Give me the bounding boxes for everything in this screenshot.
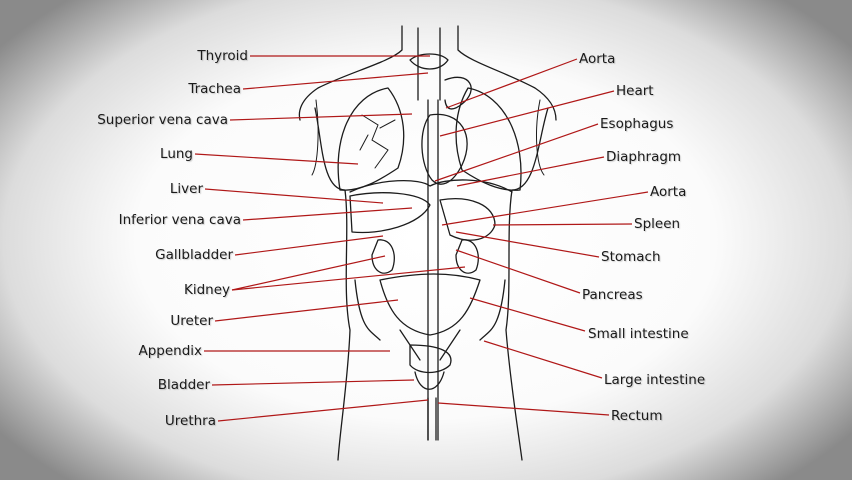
- leader-ureter: [214, 299, 399, 322]
- leader-bladder: [211, 379, 415, 386]
- label-lung: Lung: [160, 146, 193, 162]
- label-heart: Heart: [616, 83, 654, 99]
- label-esophagus: Esophagus: [600, 116, 674, 132]
- abdominal-organs: [349, 192, 506, 441]
- leader-stomach: [455, 231, 600, 258]
- leader-aorta-lower: [441, 191, 649, 226]
- leader-spleen: [492, 223, 633, 226]
- label-diaphragm: Diaphragm: [606, 149, 682, 165]
- leader-esophagus: [434, 123, 599, 182]
- leader-pancreas: [455, 249, 581, 294]
- label-urethra: Urethra: [164, 413, 216, 429]
- neck-and-vessels: [409, 27, 472, 441]
- label-trachea: Trachea: [188, 81, 241, 97]
- label-gallbladder: Gallbladder: [155, 247, 233, 263]
- leader-gallbladder: [234, 235, 384, 256]
- heart-organ: [421, 113, 468, 185]
- leader-trachea: [242, 72, 429, 90]
- lungs: [337, 87, 522, 191]
- label-rectum: Rectum: [611, 408, 663, 424]
- label-kidney: Kidney: [183, 282, 230, 298]
- label-small-intestine: Small intestine: [588, 326, 689, 342]
- leader-urethra: [217, 399, 429, 422]
- label-liver: Liver: [169, 181, 203, 197]
- leader-lines-right: [434, 58, 649, 416]
- label-stomach: Stomach: [601, 249, 661, 265]
- leader-liver: [204, 188, 384, 204]
- label-ureter: Ureter: [170, 313, 213, 329]
- label-aorta-upper: Aorta: [579, 51, 616, 67]
- diaphragm-line: [349, 179, 513, 193]
- leader-heart: [439, 90, 615, 137]
- leader-lines-left: [194, 55, 466, 422]
- label-aorta-lower: Aorta: [650, 184, 687, 200]
- leader-large-intestine: [483, 340, 603, 379]
- label-spleen: Spleen: [634, 216, 681, 232]
- leader-small-intestine: [469, 297, 586, 332]
- leader-rectum: [437, 402, 610, 416]
- label-appendix: Appendix: [138, 343, 202, 359]
- leader-aorta-upper: [445, 58, 578, 109]
- label-pancreas: Pancreas: [582, 287, 643, 303]
- label-inferior-vena-cava: Inferior vena cava: [118, 212, 241, 228]
- label-superior-vena-cava: Superior vena cava: [97, 112, 228, 128]
- leader-lung: [194, 153, 359, 165]
- leader-kidney-a: [231, 255, 386, 291]
- label-thyroid: Thyroid: [197, 48, 248, 64]
- leader-superior-vena-cava: [229, 113, 413, 121]
- leader-diaphragm: [456, 156, 605, 187]
- label-bladder: Bladder: [157, 377, 210, 393]
- leader-inferior-vena-cava: [242, 207, 413, 221]
- leader-kidney-b: [231, 266, 466, 291]
- label-large-intestine: Large intestine: [604, 372, 706, 388]
